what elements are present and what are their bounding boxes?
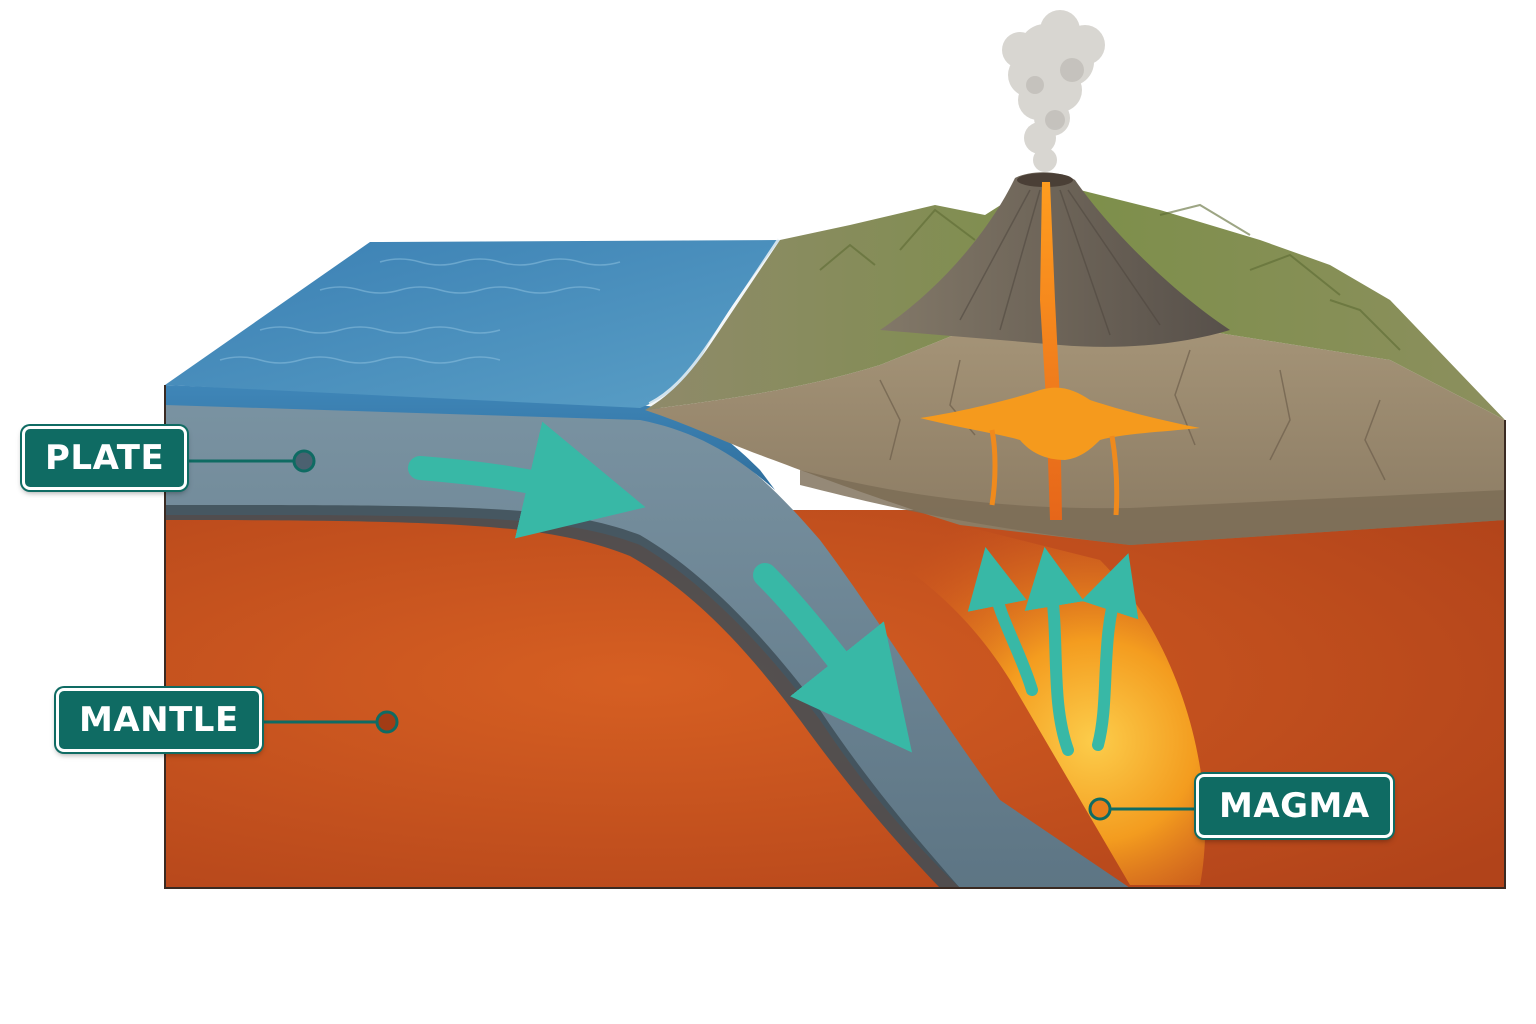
plate-leader-dot (292, 449, 316, 473)
mantle-leader-dot (375, 710, 399, 734)
ocean-waves (219, 258, 621, 364)
magma-branch-left (989, 429, 998, 506)
rising-magma-arrow-center (1024, 546, 1084, 756)
oceanic-plate (165, 395, 1130, 888)
plate-motion-arrow-2 (753, 563, 912, 753)
mantle-label: MANTLE (56, 688, 262, 752)
rising-magma-arrow-left (967, 547, 1038, 696)
ocean-surface (165, 240, 780, 408)
plate-leader (180, 449, 316, 473)
smoke-plume (1002, 10, 1105, 172)
land-ridges (819, 203, 1401, 351)
smoke-shading (1026, 58, 1084, 130)
magma-branch-right (1109, 435, 1120, 516)
volcano-crater (1017, 173, 1073, 187)
plate-label: PLATE (22, 426, 188, 490)
block-outline (164, 385, 1506, 889)
volcano-ridges (959, 189, 1161, 336)
mantle-leader (255, 710, 399, 734)
magma-leader-dot (1088, 797, 1112, 821)
rising-magma-arrow-right (1081, 553, 1139, 751)
plate-motion-arrow-1 (408, 421, 646, 539)
ocean-water-layer (165, 385, 775, 490)
volcano-cone (880, 172, 1230, 347)
magma-chamber (920, 387, 1200, 460)
magma-leader (1088, 797, 1198, 821)
magma-label: MAGMA (1196, 774, 1393, 838)
crust-lower-band (800, 470, 1505, 545)
